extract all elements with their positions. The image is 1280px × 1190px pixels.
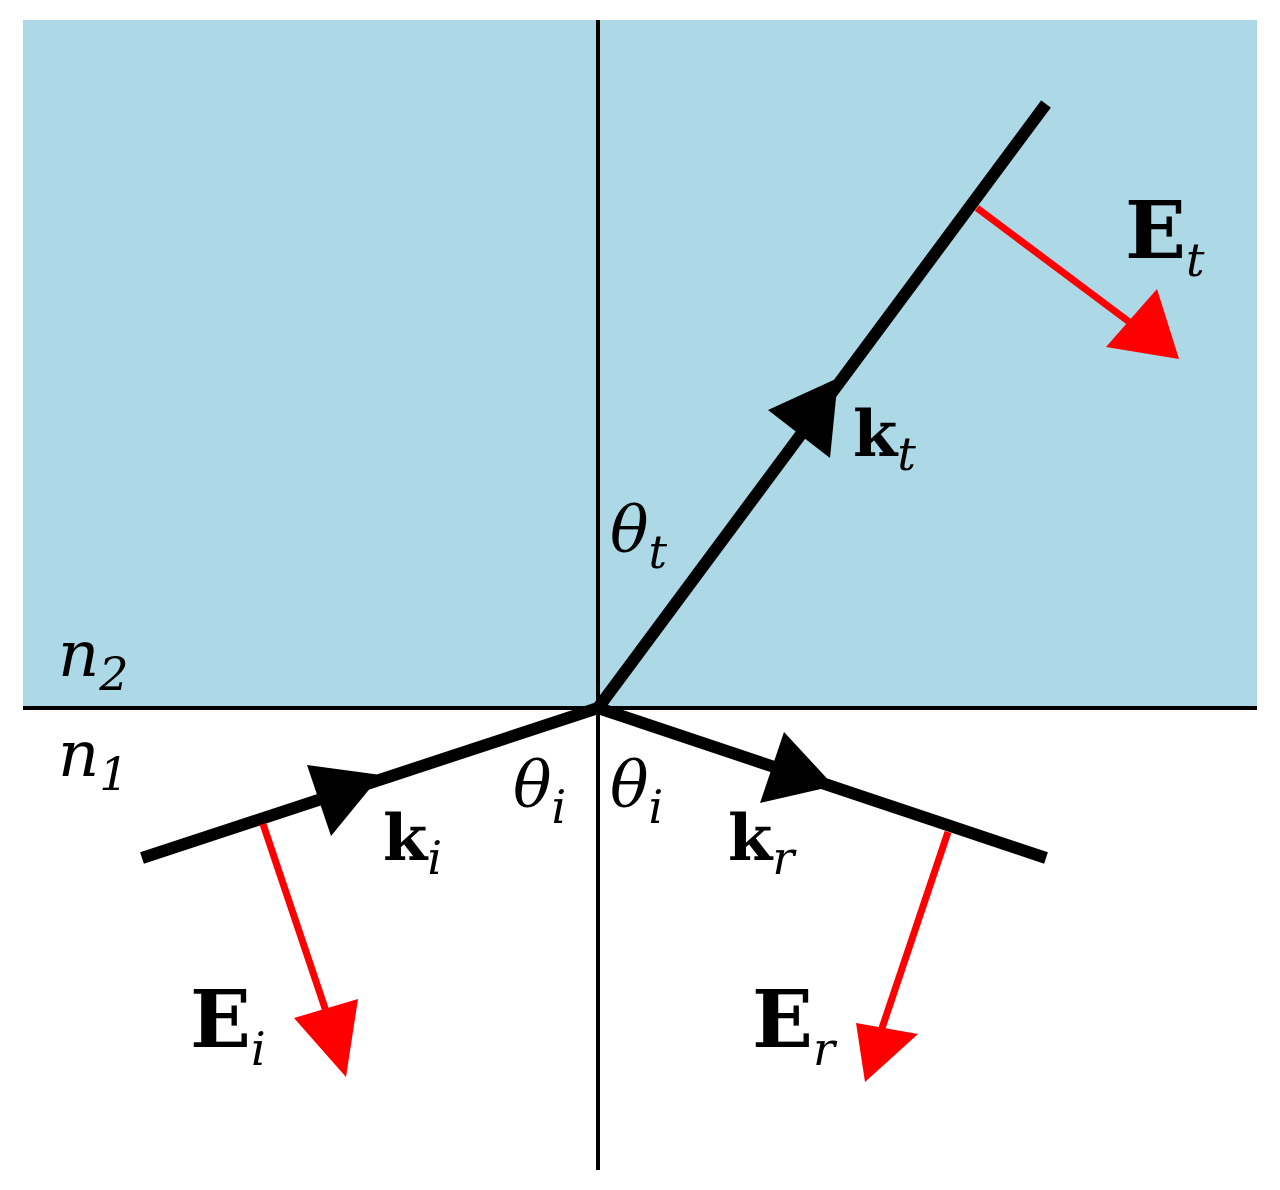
e-i-label: Ei: [190, 972, 266, 1076]
k-t-label: kt: [853, 397, 916, 481]
theta-i-incidence-label: θi: [513, 749, 566, 834]
incident-field-arrowhead: [294, 999, 358, 1077]
incident-field-vector: [259, 822, 338, 1037]
reflected-field-vector: [874, 830, 952, 1042]
reflected-ray-arrowhead: [760, 732, 834, 803]
k-i-label: ki: [383, 801, 442, 885]
medium-2-region: [23, 20, 1257, 708]
e-r-label: Er: [752, 972, 838, 1076]
reflected-field-arrowhead: [856, 1023, 918, 1082]
theta-t-label: θt: [610, 494, 668, 579]
theta-i-reflection-label: θi: [610, 749, 663, 834]
transmitted-field-arrowhead: [1106, 289, 1179, 359]
n1-label: n1: [58, 718, 129, 801]
k-r-label: kr: [728, 801, 797, 885]
incident-ray-arrowhead: [307, 765, 381, 836]
transmitted-ray-arrowhead: [768, 378, 838, 458]
transmitted-field-vector: [974, 205, 1147, 336]
n2-label: n2: [58, 618, 129, 701]
e-t-label: Et: [1125, 183, 1205, 287]
